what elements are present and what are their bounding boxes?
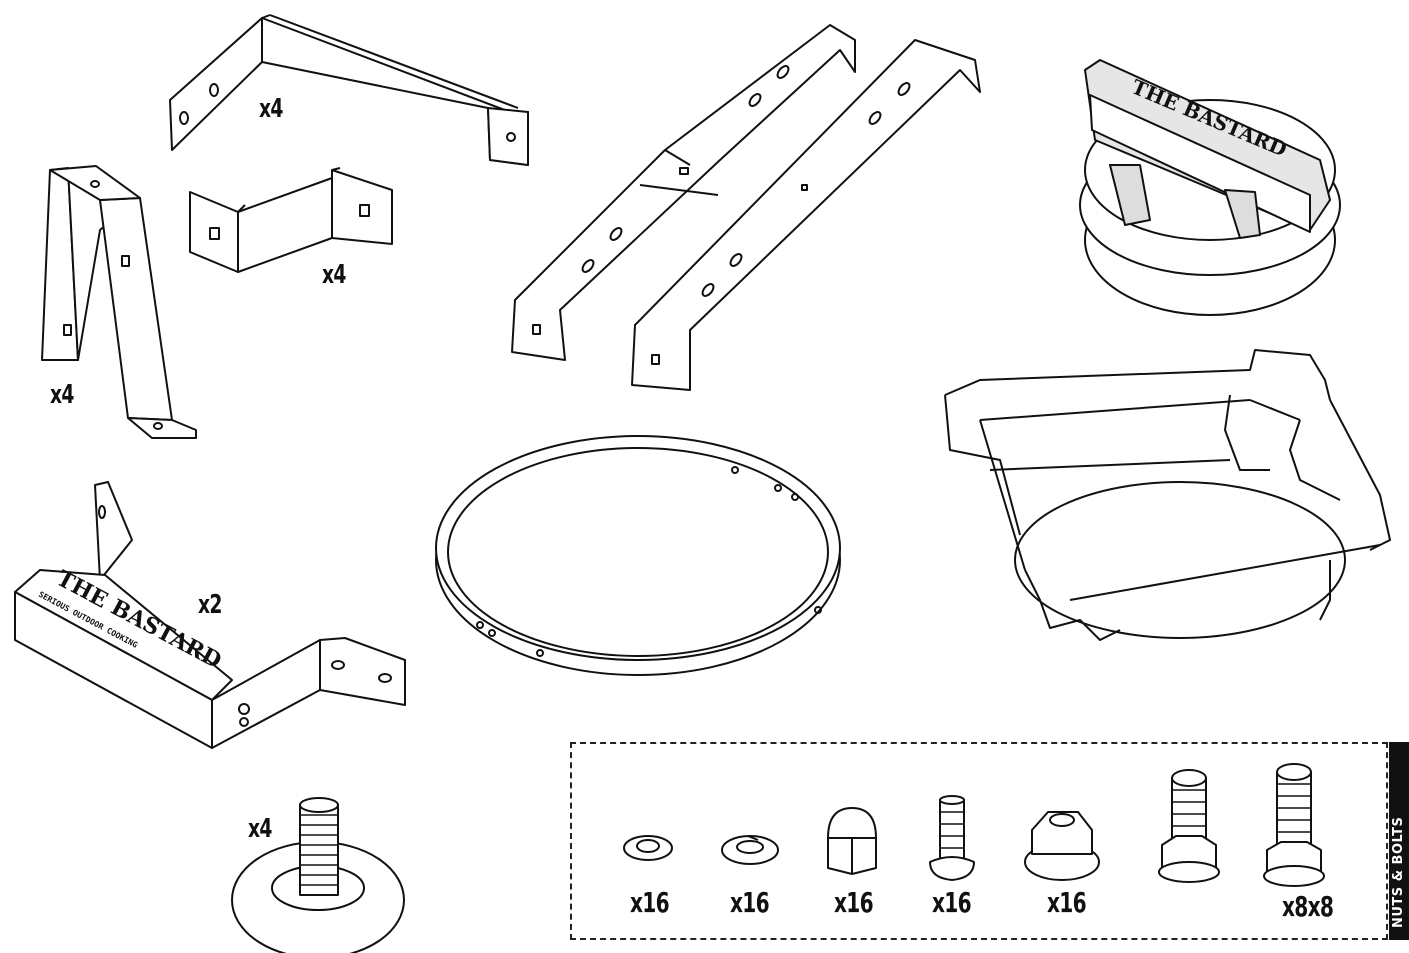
long-rails-drawing [511,24,981,391]
hardware-drawings [623,763,1325,887]
leg-bracket-quantity: x4 [50,380,74,410]
ring-drawing [435,435,841,676]
spring-washer-quantity: x16 [730,886,770,919]
handle-drawing [14,481,406,749]
top-bracket-drawing [169,14,529,166]
flat-washer-quantity: x16 [630,886,670,919]
leg-bracket-drawing [41,165,197,439]
hardware-panel-title: NUTS & BOLTS [1391,816,1406,928]
leveling-foot-quantity: x4 [248,814,272,844]
top-bracket-quantity: x4 [259,94,283,124]
hardware-panel-tab: NUTS & BOLTS [1389,742,1409,940]
acorn-nut-quantity: x16 [834,886,874,919]
vent-cap-drawing [1079,59,1341,316]
hardware-panel [570,742,1388,940]
leveling-foot-drawing [231,797,405,953]
basket-drawing [944,349,1391,641]
handle-quantity: x2 [198,590,222,620]
flange-nut-quantity: x16 [1047,886,1087,919]
countersunk-bolt-quantity: x16 [932,886,972,919]
hex-bolt-quantity: x8x8 [1282,890,1334,923]
small-z-bracket-quantity: x4 [322,260,346,290]
small-z-bracket-drawing [189,167,393,273]
